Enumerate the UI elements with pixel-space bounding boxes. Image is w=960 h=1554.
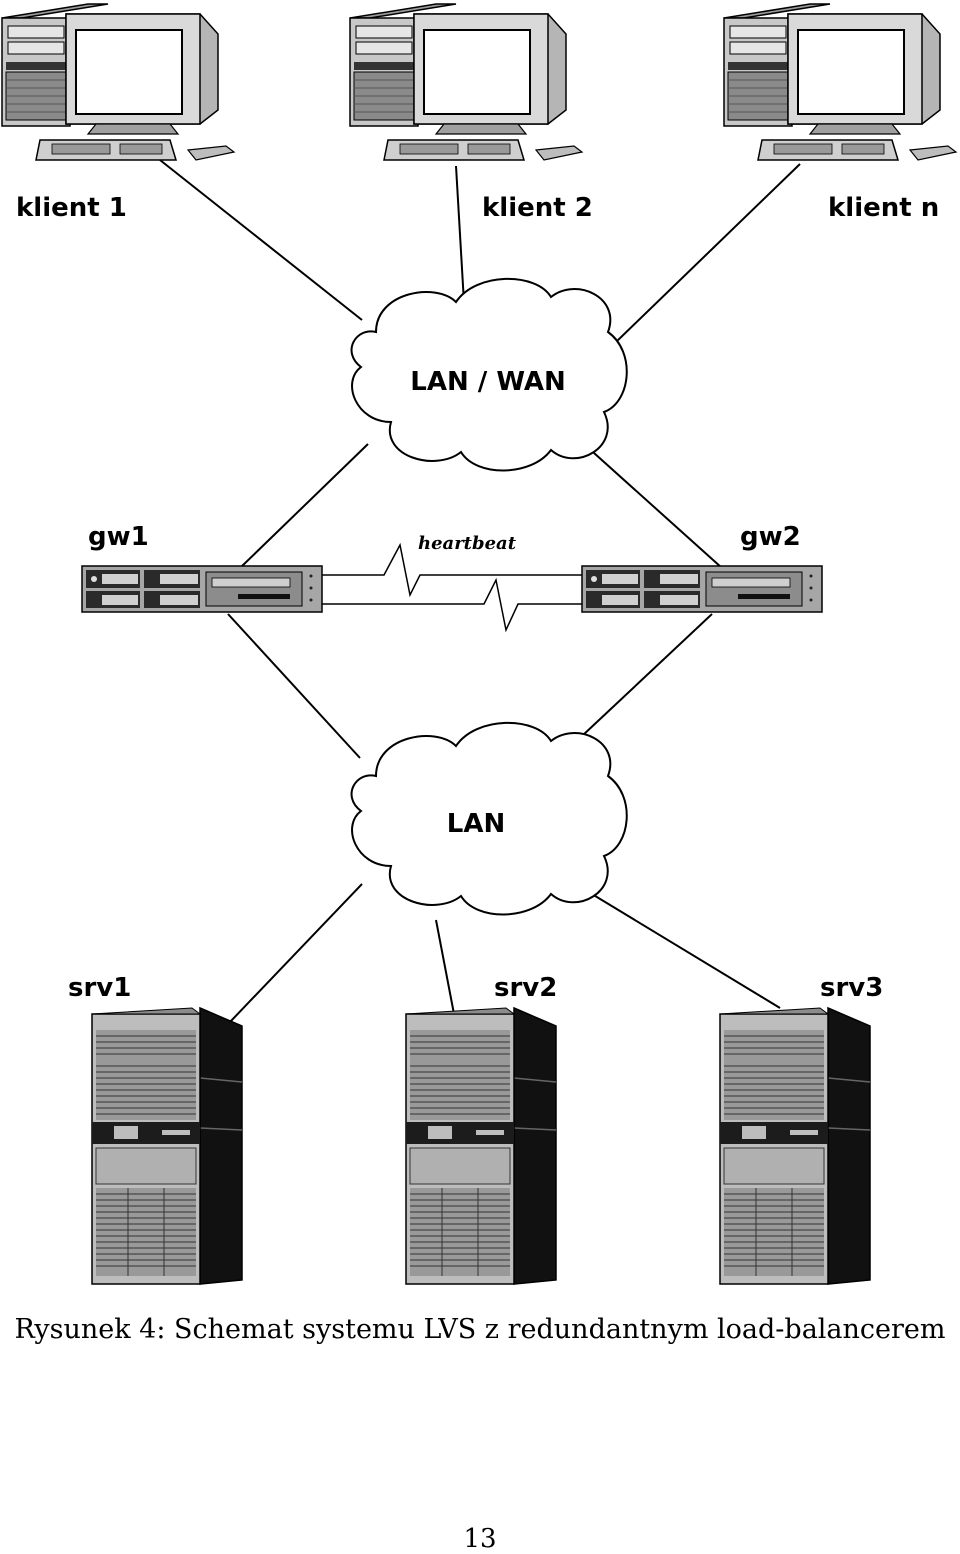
figure-caption: Rysunek 4: Schemat systemu LVS z redunda… <box>14 1314 946 1345</box>
link-gw1-lan <box>227 613 361 759</box>
server-srv2 <box>405 1007 557 1285</box>
client-label-2: klient 2 <box>482 193 593 223</box>
heartbeat-link <box>322 542 582 633</box>
server-label-srv1: srv1 <box>68 973 131 1003</box>
link-wan-gw1 <box>239 443 369 569</box>
link-lan-srv2 <box>435 919 455 1015</box>
heartbeat-label: heartbeat <box>418 533 517 554</box>
server-srv1 <box>91 1007 243 1285</box>
link-klient1-wan <box>159 159 363 321</box>
gateway-label-gw1: gw1 <box>88 522 149 552</box>
gateway-label-gw2: gw2 <box>740 522 801 552</box>
link-wan-gw2 <box>583 443 723 569</box>
client-label-1: klient 1 <box>16 193 127 223</box>
client-label-n: klient n <box>828 193 939 223</box>
client-computer-2 <box>349 3 583 161</box>
client-computer-n <box>723 3 957 161</box>
wan-cloud-label: LAN / WAN <box>410 367 565 397</box>
server-label-srv2: srv2 <box>494 973 557 1003</box>
link-lan-srv3 <box>581 887 781 1009</box>
link-klientn-wan <box>615 163 801 343</box>
lan-cloud-label: LAN <box>447 809 505 839</box>
gateway-gw1 <box>81 565 323 613</box>
link-klient2-wan <box>455 165 465 304</box>
gateway-gw2 <box>581 565 823 613</box>
link-lan-srv1 <box>229 883 363 1023</box>
server-label-srv3: srv3 <box>820 973 883 1003</box>
link-gw2-lan <box>581 613 713 737</box>
server-srv3 <box>719 1007 871 1285</box>
connection-lines <box>159 159 801 1023</box>
page-number: 13 <box>463 1524 497 1554</box>
client-computer-1 <box>1 3 235 161</box>
